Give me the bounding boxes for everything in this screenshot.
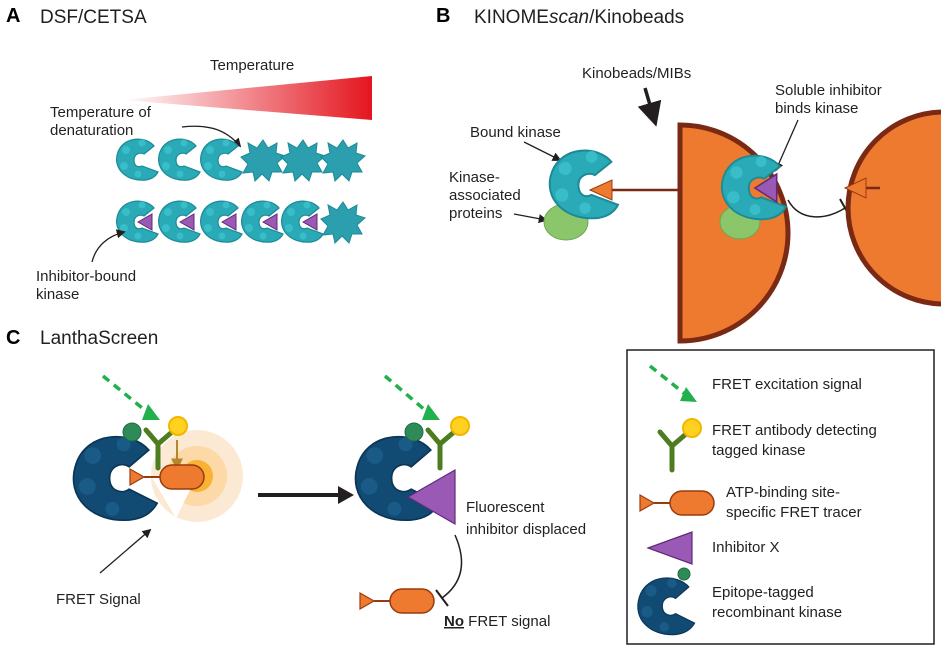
inhibitor-bound-label-line1: Inhibitor-bound — [36, 268, 136, 285]
legend-item-5-line1: Epitope-tagged — [712, 584, 814, 601]
panel-b: B KINOMEscan/Kinobeads Kinobeads/MIBs Bo… — [436, 5, 941, 344]
assoc-label-line3: proteins — [449, 205, 502, 222]
panel-b-letter: B — [436, 5, 450, 27]
panel-a-title: DSF/CETSA — [40, 7, 147, 28]
excitation-arrow-right — [383, 374, 434, 418]
denaturation-label-line1: Temperature of — [50, 104, 152, 121]
transition-arrowhead — [338, 486, 354, 504]
assoc-label-line2: associated — [449, 187, 521, 204]
assoc-label-line1: Kinase- — [449, 169, 500, 186]
inhibitor-bound-label-line2: kinase — [36, 286, 79, 303]
epitope-tag — [122, 422, 142, 442]
panel-b-title: KINOMEscan/Kinobeads — [474, 7, 684, 28]
recombinant-kinase-left — [72, 435, 159, 522]
displacement-bar — [435, 589, 449, 607]
kinase-denatured — [240, 139, 286, 182]
antibody-right — [428, 417, 469, 468]
kinase-folded — [157, 138, 201, 181]
displaced-label-line2: inhibitor displaced — [466, 521, 586, 538]
panel-c-letter: C — [6, 327, 20, 349]
inhibitor-triangle — [220, 213, 237, 231]
panel-a-letter: A — [6, 5, 20, 27]
kinobead-right — [845, 109, 941, 307]
denaturation-label-line2: denaturation — [50, 122, 133, 139]
kinase-denatured — [280, 139, 326, 182]
no-signal-label: No FRET signal — [444, 613, 550, 630]
legend: FRET excitation signal FRET antibody det… — [626, 349, 935, 645]
inhibitor-triangle — [178, 213, 195, 231]
legend-inhibitor-icon — [646, 531, 693, 565]
displaced-label-line1: Fluorescent — [466, 499, 545, 516]
legend-excitation-icon — [648, 364, 692, 400]
excitation-arrowhead — [422, 404, 440, 420]
fret-signal-label: FRET Signal — [56, 591, 141, 608]
kinase-folded — [115, 138, 159, 181]
temperature-label: Temperature — [210, 57, 294, 74]
legend-epitope-tag — [677, 567, 691, 581]
kinase-with-inhibitor — [720, 154, 787, 221]
denaturation-arrow — [181, 125, 242, 148]
kinobeads-label: Kinobeads/MIBs — [582, 65, 691, 82]
soluble-label-line2: binds kinase — [775, 100, 858, 117]
inhibitor-x — [406, 468, 456, 526]
epitope-tag — [404, 422, 424, 442]
bound-kinase-label: Bound kinase — [470, 124, 561, 141]
inhibitor-triangle — [136, 213, 153, 231]
soluble-label-line1: Soluble inhibitor — [775, 82, 882, 99]
legend-item-4: Inhibitor X — [712, 539, 780, 556]
row-unbound — [115, 138, 366, 182]
row-inhibitor-bound — [115, 200, 366, 244]
tracer-bound — [129, 464, 205, 490]
legend-item-2-line1: FRET antibody detecting — [712, 422, 877, 439]
legend-item-2-line2: tagged kinase — [712, 442, 805, 459]
bound-kinase-arrow — [523, 141, 562, 161]
inhibitor-triangle — [301, 213, 318, 231]
legend-item-5-line2: recombinant kinase — [712, 604, 842, 621]
excitation-arrow-left — [101, 374, 154, 418]
inhibition-line — [787, 199, 846, 218]
panel-c: C LanthaScreen FRET Signal Fluorescent i… — [6, 327, 586, 630]
legend-item-1: FRET excitation signal — [712, 376, 862, 393]
soluble-arrow — [774, 119, 799, 172]
legend-excitation-arrowhead — [680, 387, 697, 402]
assoc-arrow — [513, 213, 548, 224]
excitation-arrowhead — [142, 404, 160, 420]
kinase-folded — [199, 138, 243, 181]
bead-ligand — [588, 179, 613, 201]
kinobeads-arrow — [637, 87, 662, 127]
tracer-free — [359, 588, 435, 614]
kinase-denatured — [320, 139, 366, 182]
inhibitor-triangle — [753, 172, 778, 204]
temperature-gradient-wedge — [122, 76, 372, 120]
legend-item-3-line2: specific FRET tracer — [726, 504, 862, 521]
legend-item-3-line1: ATP-binding site- — [726, 484, 840, 501]
panel-c-title: LanthaScreen — [40, 328, 158, 349]
panel-a: A DSF/CETSA Temperature Temperature of d… — [6, 5, 372, 303]
kinase-denatured — [320, 201, 366, 244]
displacement-line — [441, 534, 463, 599]
inhibitor-triangle — [261, 213, 278, 231]
fret-signal-arrow — [99, 528, 152, 574]
bead-ligand — [843, 177, 867, 199]
inhibitor-bound-arrow — [91, 229, 126, 263]
